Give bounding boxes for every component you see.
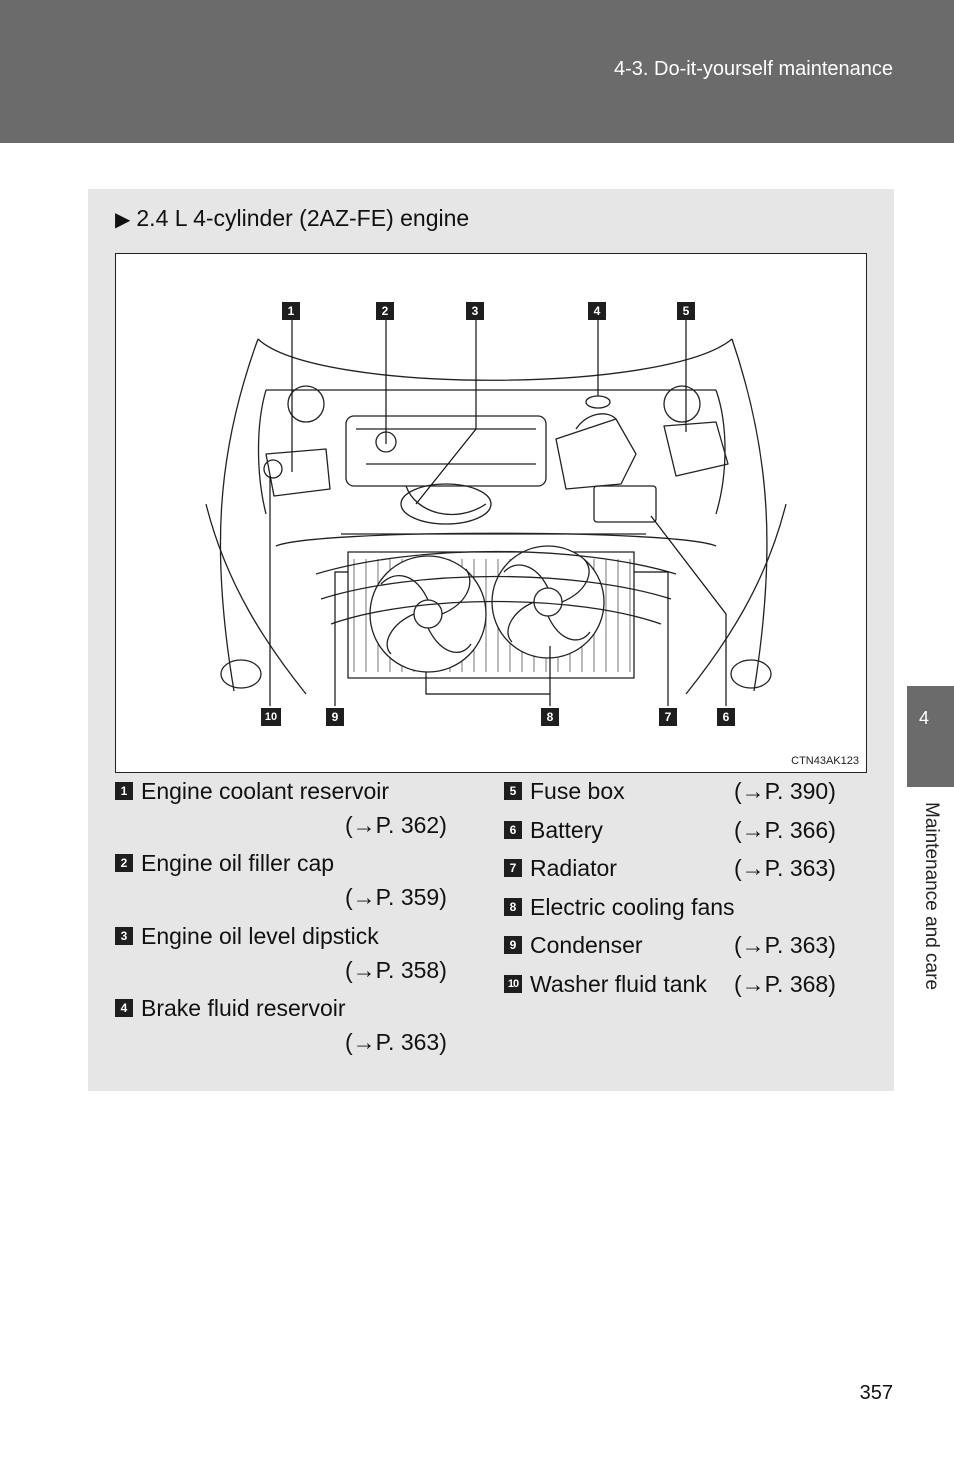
legend-label: Battery <box>530 817 603 843</box>
legend-label: Washer fluid tank <box>530 971 707 997</box>
legend-num-10: 10 <box>504 974 522 993</box>
callout-3: 3 <box>466 302 484 320</box>
callout-4: 4 <box>588 302 606 320</box>
legend-ref[interactable]: (→P. 363) <box>734 855 836 881</box>
legend-ref[interactable]: (→P. 358) <box>345 957 447 983</box>
legend-num-1: 1 <box>115 781 133 800</box>
legend-item-coolant: 1 Engine coolant reservoir <box>115 778 389 805</box>
legend-label: Fuse box <box>530 778 625 804</box>
legend-num-9: 9 <box>504 935 522 954</box>
legend-ref[interactable]: (→P. 390) <box>734 778 836 804</box>
legend-item-dipstick: 3 Engine oil level dipstick <box>115 923 379 950</box>
callout-5: 5 <box>677 302 695 320</box>
legend-item-fuse-box: 5 Fuse box <box>504 778 625 805</box>
legend-num-5: 5 <box>504 781 522 800</box>
page-number: 357 <box>859 1382 893 1404</box>
callout-2: 2 <box>376 302 394 320</box>
legend-num-3: 3 <box>115 926 133 945</box>
legend-item-battery: 6 Battery <box>504 817 603 844</box>
figure-code: CTN43AK123 <box>791 755 859 767</box>
legend-ref[interactable]: (→P. 363) <box>345 1029 447 1055</box>
callout-6: 6 <box>717 708 735 726</box>
engine-drawing <box>205 320 787 706</box>
legend-item-radiator: 7 Radiator <box>504 855 617 882</box>
callout-7: 7 <box>659 708 677 726</box>
callout-9: 9 <box>326 708 344 726</box>
legend-label: Engine coolant reservoir <box>141 778 390 804</box>
section-title: 4-3. Do-it-yourself maintenance <box>613 58 893 80</box>
callout-8: 8 <box>541 708 559 726</box>
triangle-marker-icon: ▶ <box>115 209 131 231</box>
content-panel: ▶2.4 L 4-cylinder (2AZ-FE) engine <box>88 189 894 1091</box>
legend-item-condenser: 9 Condenser <box>504 932 643 959</box>
legend-num-7: 7 <box>504 858 522 877</box>
chapter-label: Maintenance and care <box>921 802 942 991</box>
legend-label: Condenser <box>530 932 643 958</box>
callout-10: 10 <box>261 708 281 726</box>
legend-ref[interactable]: (→P. 362) <box>345 812 447 838</box>
legend-item-oil-cap: 2 Engine oil filler cap <box>115 850 334 877</box>
legend-ref[interactable]: (→P. 368) <box>734 971 836 997</box>
engine-illustration: 1 2 3 4 5 6 7 8 9 10 CTN43AK123 <box>115 253 867 773</box>
legend-label: Electric cooling fans <box>530 894 735 920</box>
legend-label: Engine oil filler cap <box>141 850 335 876</box>
legend-ref[interactable]: (→P. 359) <box>345 884 447 910</box>
legend-item-washer-tank: 10 Washer fluid tank <box>504 971 707 998</box>
legend-num-8: 8 <box>504 897 522 916</box>
legend-item-brake-fluid: 4 Brake fluid reservoir <box>115 995 346 1022</box>
legend-ref[interactable]: (→P. 366) <box>734 817 836 843</box>
panel-title-text: 2.4 L 4-cylinder (2AZ-FE) engine <box>136 205 470 231</box>
legend-label: Radiator <box>530 855 617 881</box>
legend-label: Brake fluid reservoir <box>141 995 346 1021</box>
panel-title: ▶2.4 L 4-cylinder (2AZ-FE) engine <box>115 205 469 232</box>
page-header: 4-3. Do-it-yourself maintenance <box>0 0 954 143</box>
legend-num-4: 4 <box>115 998 133 1017</box>
legend-ref[interactable]: (→P. 363) <box>734 932 836 958</box>
legend-num-2: 2 <box>115 853 133 872</box>
legend-label: Engine oil level dipstick <box>141 923 379 949</box>
legend-item-cooling-fans: 8 Electric cooling fans <box>504 894 735 921</box>
chapter-number: 4 <box>918 708 929 728</box>
legend-num-6: 6 <box>504 820 522 839</box>
chapter-tab[interactable]: 4 <box>907 686 954 787</box>
callout-1: 1 <box>282 302 300 320</box>
